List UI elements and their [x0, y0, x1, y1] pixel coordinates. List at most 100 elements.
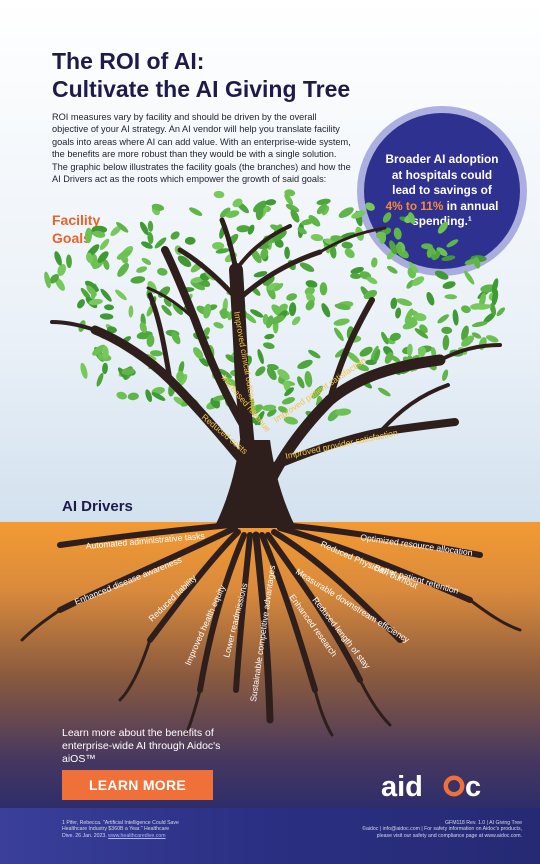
leaf — [266, 367, 277, 381]
leaf — [232, 198, 243, 208]
leaf — [436, 247, 448, 257]
leaf — [44, 271, 51, 289]
leaf — [128, 305, 134, 318]
leaf — [189, 207, 203, 216]
leaf — [220, 308, 229, 319]
leaf — [406, 343, 413, 357]
leaf — [285, 203, 300, 213]
leaf — [115, 289, 127, 301]
leaf — [157, 267, 168, 276]
legal-line1: GFM118 Rev. 1.0 | AI Giving Tree — [445, 820, 522, 826]
leaf — [441, 255, 456, 261]
leaf — [147, 220, 154, 232]
leaf — [321, 303, 331, 318]
leaf — [316, 203, 328, 215]
leaf — [396, 298, 413, 307]
leaf — [92, 344, 106, 356]
leaf — [161, 305, 172, 316]
leaf — [219, 207, 231, 218]
leaf — [236, 225, 250, 233]
leaf — [471, 332, 482, 339]
aidoc-logo: aid c — [381, 771, 481, 801]
leaf — [116, 391, 127, 400]
footnote-link[interactable]: www.healthcaredive.com — [108, 832, 166, 839]
footnote-line2: Healthcare Industry $360B a Year." Healt… — [62, 826, 170, 833]
leaf — [177, 255, 192, 268]
legal-line3: please visit our safety and compliance p… — [376, 832, 522, 839]
leaf — [418, 346, 426, 357]
leaf — [437, 221, 449, 234]
leaf — [470, 303, 484, 310]
leaf — [288, 302, 297, 317]
leaf — [49, 274, 59, 284]
leaf — [146, 334, 155, 347]
leaf — [334, 327, 344, 341]
leaf — [338, 207, 354, 218]
leaf — [359, 346, 373, 357]
leaf — [414, 328, 429, 339]
leaf — [344, 248, 355, 259]
leaf — [66, 254, 72, 269]
leaf — [489, 303, 497, 316]
leaf — [346, 351, 360, 364]
leaf — [339, 232, 356, 240]
driver-label-reduced-liability: Reduced liability — [146, 572, 198, 623]
leaf — [57, 264, 67, 276]
facility-goals-heading-line2: Goals — [52, 230, 91, 246]
footnote-line1: 1 Pifer, Rebecca. "Artificial Intelligen… — [62, 820, 179, 826]
leaf — [265, 315, 274, 329]
leaf — [116, 249, 132, 260]
leaf — [145, 389, 153, 403]
leaf — [97, 251, 109, 263]
leaf — [299, 262, 315, 272]
callout-text: Broader AI adoption at hospitals could l… — [377, 152, 507, 230]
leaf — [116, 221, 129, 233]
leaf — [218, 368, 232, 379]
leaf — [225, 354, 237, 363]
learn-more-button[interactable]: LEARN MORE — [62, 770, 213, 800]
leaf — [170, 231, 180, 240]
facility-goals-heading: Facility Goals — [52, 211, 132, 247]
tree-trunk — [214, 440, 296, 528]
leaf — [461, 305, 471, 314]
callout-line1: Broader AI adoption — [385, 152, 499, 167]
leaf — [172, 302, 183, 315]
leaf — [441, 326, 453, 335]
leaf — [382, 212, 392, 223]
leaf — [491, 289, 499, 306]
tree-roots — [20, 522, 522, 737]
leaf — [92, 230, 106, 238]
leaf — [102, 362, 108, 375]
leaf — [393, 227, 402, 240]
leaf — [496, 307, 506, 317]
leaf — [250, 309, 264, 318]
leaf — [130, 276, 146, 284]
logo-o-mark — [443, 775, 465, 797]
callout-line5: spending.¹ — [412, 214, 472, 229]
leaf — [334, 303, 351, 310]
leaf — [370, 345, 379, 362]
leaf — [371, 257, 378, 268]
leaf — [341, 241, 353, 249]
leaf — [136, 266, 148, 273]
leaf — [215, 248, 230, 254]
leaf — [243, 311, 257, 324]
leaf — [329, 245, 337, 259]
leaf — [350, 266, 364, 274]
leaf — [387, 265, 398, 274]
leaf — [103, 259, 110, 270]
leaf — [213, 190, 225, 199]
leaf — [446, 239, 459, 248]
leaf — [464, 270, 475, 285]
callout-line3: lead to savings of — [392, 183, 492, 198]
leaf — [442, 334, 450, 351]
leaf — [319, 282, 328, 296]
leaf — [86, 285, 97, 297]
leaf — [272, 229, 287, 242]
leaf — [486, 335, 499, 343]
leaf — [265, 199, 277, 206]
leaf — [305, 300, 315, 311]
leaf — [381, 331, 389, 345]
